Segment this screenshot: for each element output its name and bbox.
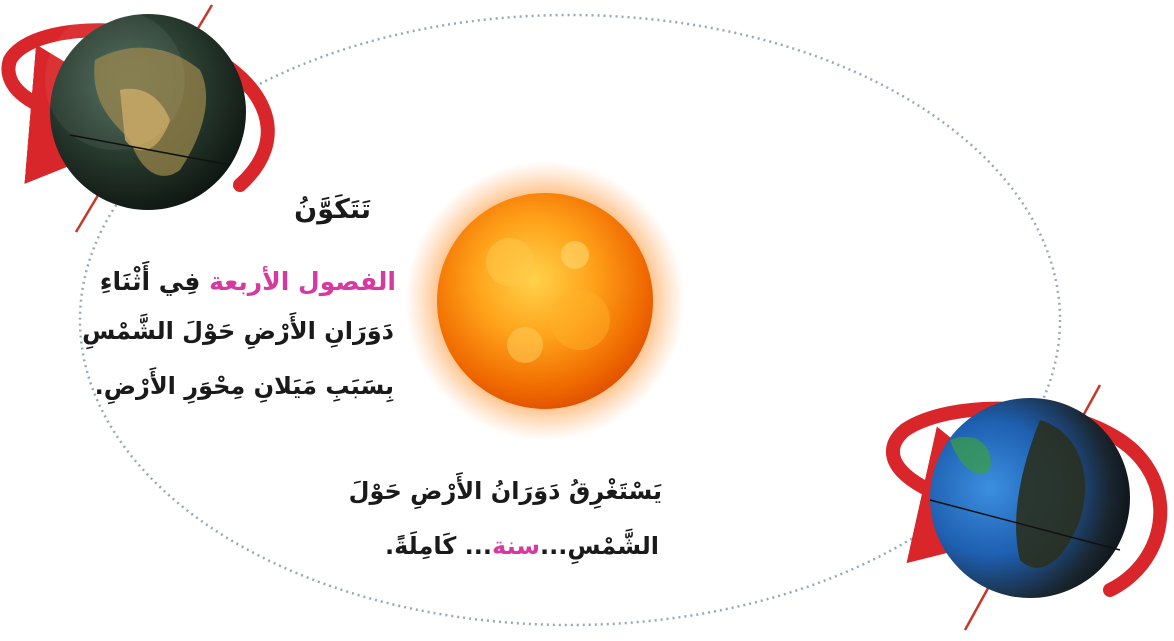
year-line-2-post: ... كَامِلَةً.	[385, 532, 493, 560]
seasons-heading: تَتَكَوَّنُ	[294, 194, 371, 225]
seasons-line-3: بِسَبَبِ مَيَلانِ مِحْوَرِ الأَرْضِ.	[94, 372, 394, 400]
year-line-2: الشَّمْسِ...سنة... كَامِلَةً.	[385, 534, 659, 558]
seasons-line-2: دَوَرَانِ الأَرْضِ حَوْلَ الشَّمْسِ	[82, 317, 394, 345]
year-highlight: سنة	[492, 532, 540, 560]
year-line-1: يَسْتَغْرِقُ دَوَرَانُ الأَرْضِ حَوْلَ	[348, 477, 662, 505]
sun-icon	[405, 161, 685, 441]
seasons-line-1-rest: فِي أَثْنَاءِ	[99, 267, 210, 296]
orbit-path	[78, 13, 1062, 627]
seasons-line-1: الفصول الأربعة فِي أَثْنَاءِ	[100, 269, 396, 294]
seasons-highlight: الفصول الأربعة	[209, 267, 396, 296]
year-line-2-pre: الشَّمْسِ...	[539, 532, 659, 560]
earth-globe-icon	[886, 384, 1168, 631]
earth-globe-icon	[1, 4, 275, 233]
